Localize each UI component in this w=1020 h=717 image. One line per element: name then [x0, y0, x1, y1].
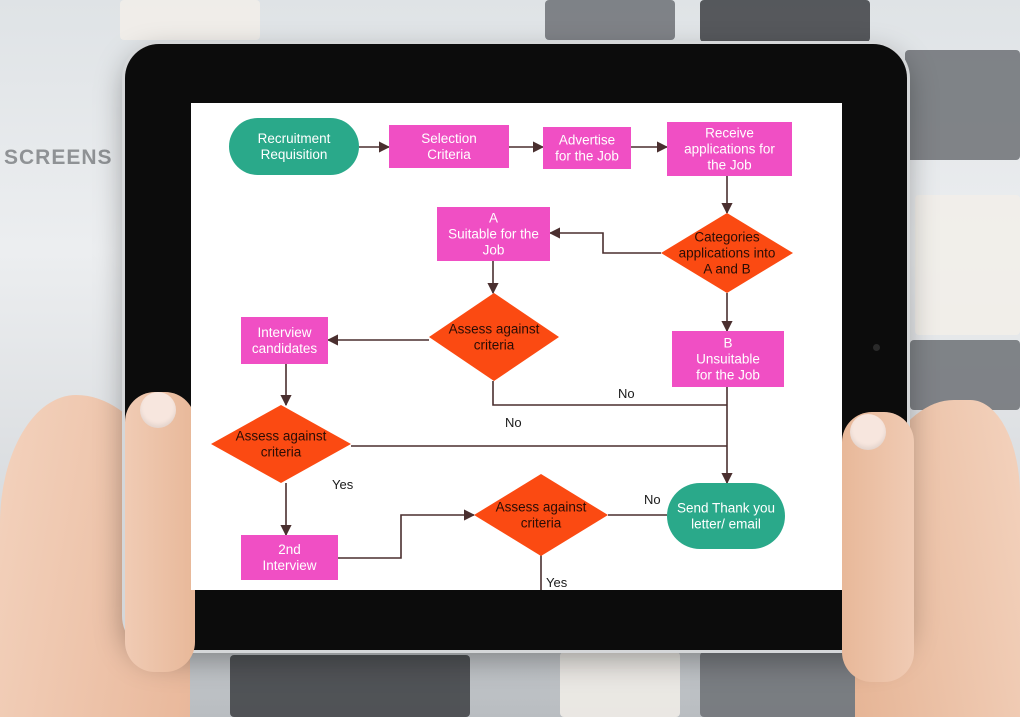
background-tile	[910, 340, 1020, 410]
flow-node-label: Job	[483, 242, 505, 257]
flow-node-label: Assess against	[449, 321, 540, 336]
flow-node-label: Receive	[705, 125, 754, 140]
background-tile	[700, 652, 860, 717]
flow-node-label: Interview	[257, 325, 311, 340]
flow-node-label: Assess against	[236, 428, 327, 443]
flow-node-label: A and B	[703, 261, 750, 276]
flow-node-label: the Job	[707, 157, 751, 172]
flow-node-diamond	[661, 213, 793, 293]
flow-node-label: Recruitment	[258, 131, 331, 146]
flow-node-label: letter/ email	[691, 516, 761, 531]
flow-node-rect	[437, 207, 550, 261]
edge-assess-no-to-line	[492, 381, 727, 406]
flow-node-rect	[672, 331, 784, 387]
recruitment-flowchart: RecruitmentRequisitionSelectionCriteriaA…	[211, 118, 793, 590]
right-thumb	[842, 412, 914, 682]
flow-node-label: for the Job	[696, 367, 760, 382]
flow-node-label: Advertise	[559, 132, 615, 147]
flow-node-label: criteria	[521, 515, 562, 530]
flow-node-label: B	[723, 335, 732, 350]
flow-node-diamond	[474, 474, 608, 556]
flow-node-label: Suitable for the	[448, 226, 539, 241]
flow-node-label: for the Job	[555, 148, 619, 163]
screens-label: SCREENS	[4, 146, 113, 169]
flow-node-label: Criteria	[427, 147, 471, 162]
flow-node-pill	[667, 483, 785, 549]
background-tile	[560, 652, 680, 717]
background-tile	[120, 0, 260, 40]
left-thumb-nail	[140, 392, 176, 428]
background-tile	[915, 195, 1020, 335]
flow-node-label: applications for	[684, 141, 775, 156]
flow-node-rect	[543, 127, 631, 169]
left-thumb	[125, 392, 195, 672]
edge-label-yes: Yes	[546, 575, 568, 590]
flow-node-rect	[241, 317, 328, 364]
edge-categories-to-a	[548, 227, 661, 254]
flow-node-rect	[667, 122, 792, 176]
flow-node-label: Unsuitable	[696, 351, 760, 366]
background-tile	[700, 0, 870, 42]
flow-node-label: candidates	[252, 341, 318, 356]
flow-node-label: applications into	[679, 245, 776, 260]
edge-label-no: No	[644, 492, 661, 507]
flow-node-diamond	[429, 293, 559, 381]
flow-node-label: Interview	[262, 558, 316, 573]
edge-label-no: No	[618, 386, 635, 401]
edge-label-yes: Yes	[332, 477, 354, 492]
flow-node-label: Selection	[421, 131, 477, 146]
flow-node-label: criteria	[261, 444, 302, 459]
tablet-camera	[873, 344, 880, 351]
flow-node-label: A	[489, 210, 498, 225]
background-tile	[230, 655, 470, 717]
background-tile	[905, 50, 1020, 160]
flow-node-label: 2nd	[278, 542, 301, 557]
flow-node-label: Assess against	[496, 499, 587, 514]
flow-node-label: Requisition	[261, 147, 328, 162]
flow-node-label: Categories	[694, 229, 760, 244]
flow-node-pill	[229, 118, 359, 175]
edge-2nd-interview-to-assess3	[338, 509, 476, 559]
flow-node-rect	[241, 535, 338, 580]
flow-node-label: Send Thank you	[677, 500, 775, 515]
flow-node-diamond	[211, 405, 351, 483]
flow-node-label: criteria	[474, 337, 515, 352]
right-thumb-nail	[850, 414, 886, 450]
flow-node-rect	[389, 125, 509, 168]
edge-label-no: No	[505, 415, 522, 430]
background-tile	[545, 0, 675, 40]
